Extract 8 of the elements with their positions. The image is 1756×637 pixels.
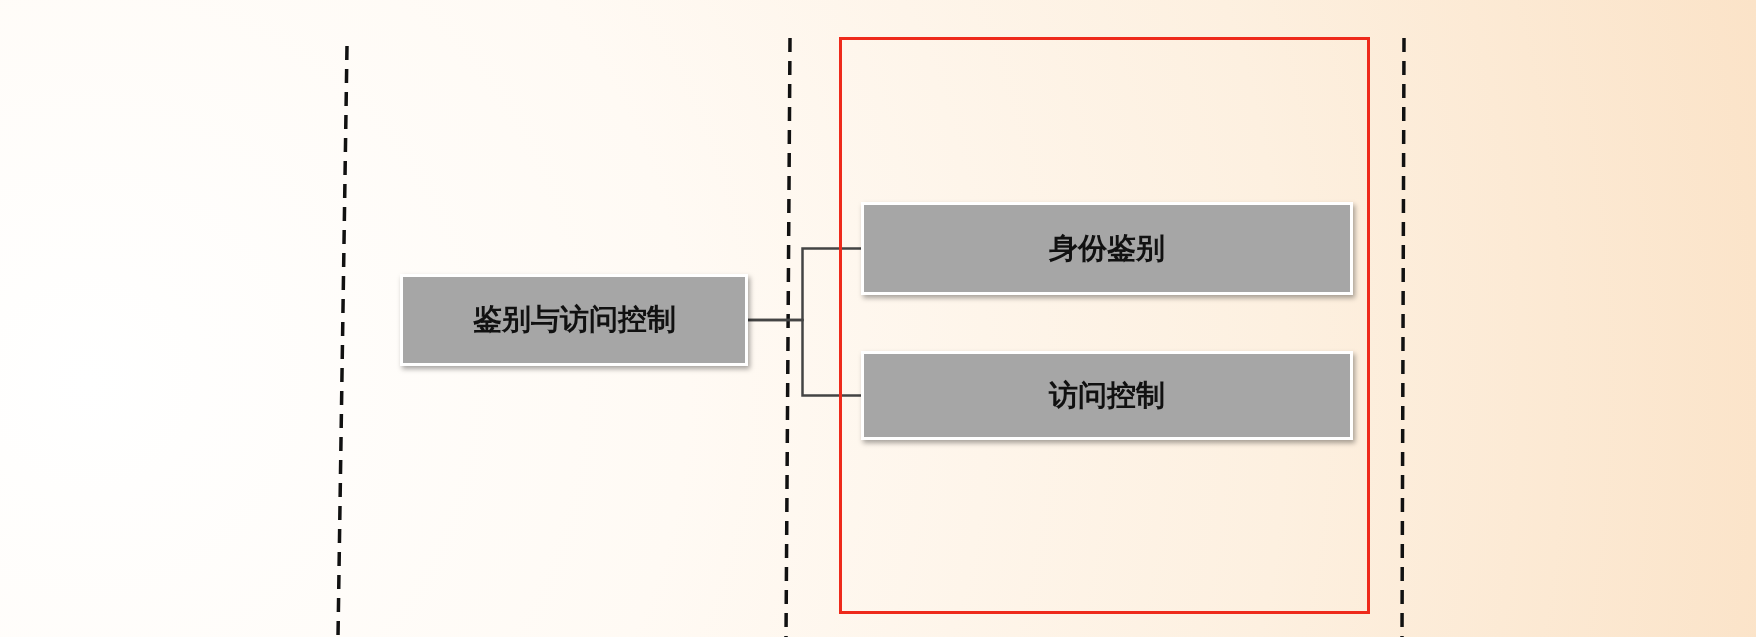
highlight-frame xyxy=(839,37,1370,614)
box-label: 访问控制 xyxy=(1049,376,1165,414)
process-box xyxy=(861,202,1353,295)
connector-line xyxy=(748,318,861,397)
process-box xyxy=(861,351,1353,440)
box-label: 鉴别与访问控制 xyxy=(472,301,676,338)
box-label: 身份鉴别 xyxy=(1049,229,1165,267)
process-box xyxy=(400,274,748,366)
